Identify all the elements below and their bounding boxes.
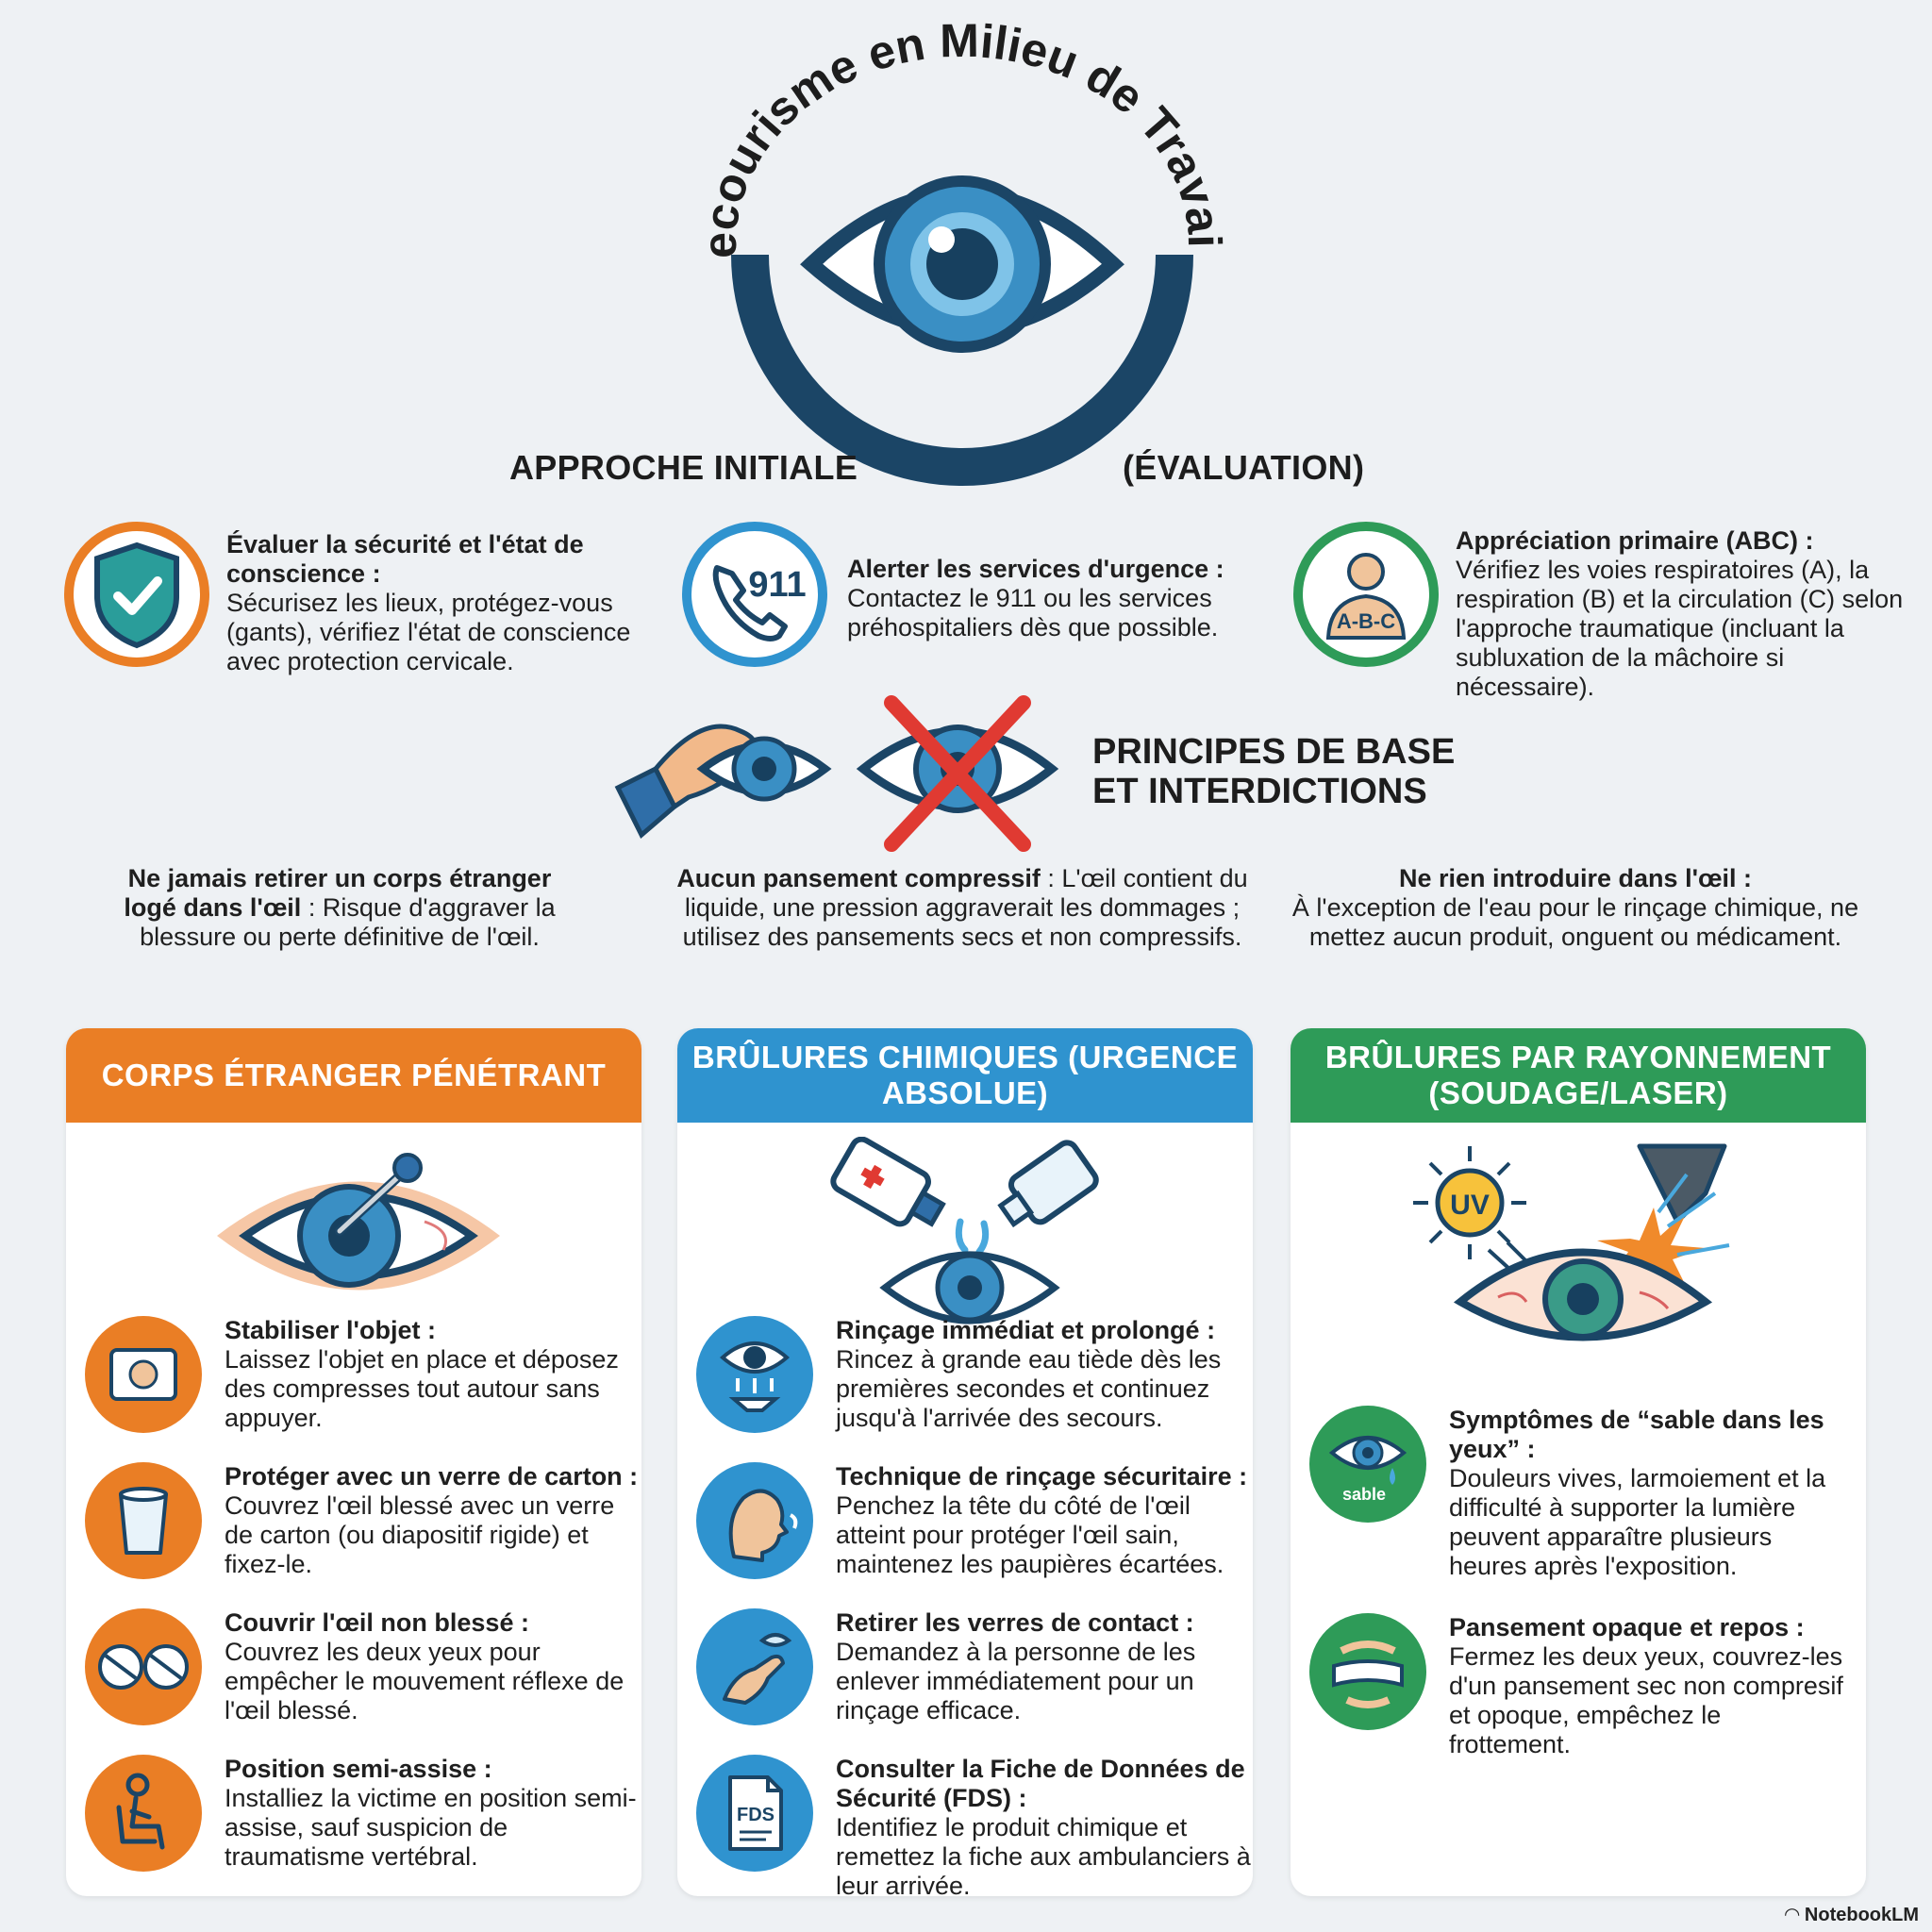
compress-icon xyxy=(85,1316,202,1433)
top-item-safety-text: Sécurisez les lieux, protégez-vous (gant… xyxy=(226,589,631,675)
step-fds-title: Consulter la Fiche de Données de Sécurit… xyxy=(836,1755,1245,1812)
top-item-abc: A-B-C Appréciation primaire (ABC) : Véri… xyxy=(1291,519,1923,708)
top-item-abc-text: Vérifiez les voies respiratoires (A), la… xyxy=(1456,556,1904,701)
hero-eye-icon xyxy=(731,175,1193,486)
eye-rinse-icon xyxy=(696,1316,813,1433)
panel-chemical-burns-heading: BRÛLURES CHIMIQUES (URGENCE ABSOLUE) xyxy=(677,1028,1253,1123)
rule-no-remove-title: Ne jamais retirer un corps étranger logé… xyxy=(124,864,552,922)
top-item-emergency-text: Contactez le 911 ou les services préhosp… xyxy=(847,584,1219,641)
footer-brand: ◠ NotebookLM xyxy=(1785,1903,1919,1926)
eye-object-icon xyxy=(217,1153,500,1291)
rule-nothing-in-eye: Ne rien introduire dans l'œil :À l'excep… xyxy=(1283,864,1868,952)
approach-heading-left: APPROCHE INITIALE xyxy=(509,448,858,487)
step-technique-title: Technique de rinçage sécuritaire : xyxy=(836,1462,1248,1491)
phone-911-icon: 911 xyxy=(682,522,827,667)
top-item-abc-title: Appréciation primaire (ABC) : xyxy=(1456,526,1814,555)
principles-heading-line2: ET INTERDICTIONS xyxy=(1092,772,1427,811)
step-cup-text: Couvrez l'œil blessé avec un verre de ca… xyxy=(225,1491,615,1578)
rule-no-pressure-title: Aucun pansement compressif xyxy=(676,864,1041,892)
rule-no-pressure: Aucun pansement compressif : L'œil conti… xyxy=(675,864,1250,952)
panel-foreign-body: CORPS ÉTRANGER PÉNÉTRANT Stabiliser l'ob… xyxy=(66,1028,641,1896)
panel-chemical-burns: BRÛLURES CHIMIQUES (URGENCE ABSOLUE) Rin… xyxy=(677,1028,1253,1896)
fds-badge: FDS xyxy=(737,1805,774,1825)
fds-document-icon: FDS xyxy=(696,1755,813,1872)
head-tilt-icon xyxy=(696,1462,813,1579)
step-sand-symptoms-title: Symptômes de “sable dans les yeux” : xyxy=(1449,1406,1824,1463)
notebooklm-logo-icon: ◠ xyxy=(1784,1905,1805,1925)
step-opaque-dressing: Pansement opaque et repos :Fermez les de… xyxy=(1309,1613,1857,1758)
blindfold-icon xyxy=(1309,1613,1426,1730)
step-stabilize-title: Stabiliser l'objet : xyxy=(225,1316,436,1344)
person-abc-icon: A-B-C xyxy=(1293,522,1439,667)
rule-no-pressure-text: : L'œil contient du liquide, une pressio… xyxy=(682,864,1248,951)
top-item-emergency: 911 Alerter les services d'urgence : Con… xyxy=(679,519,1264,689)
step-technique: Technique de rinçage sécuritaire :Penche… xyxy=(696,1462,1247,1604)
step-semi-seated-text: Installiez la victime en position semi-a… xyxy=(225,1784,637,1871)
step-stabilize: Stabiliser l'objet :Laissez l'objet en p… xyxy=(85,1316,632,1457)
step-contacts-text: Demandez à la personne de les enlever im… xyxy=(836,1638,1196,1724)
step-opaque-dressing-text: Fermez les deux yeux, couvrez-les d'un p… xyxy=(1449,1642,1843,1758)
step-semi-seated: Position semi-assise :Installiez la vict… xyxy=(85,1755,637,1896)
step-technique-text: Penchez la tête du côté de l'œil atteint… xyxy=(836,1491,1224,1578)
step-stabilize-text: Laissez l'objet en place et déposez des … xyxy=(225,1345,619,1432)
approach-heading-right: (ÉVALUATION) xyxy=(1123,448,1365,487)
step-opaque-dressing-title: Pansement opaque et repos : xyxy=(1449,1613,1805,1641)
shield-check-icon xyxy=(64,522,209,667)
rule-nothing-in-eye-text: À l'exception de l'eau pour le rinçage c… xyxy=(1291,893,1859,951)
uv-label: UV xyxy=(1450,1190,1490,1221)
top-item-safety: Évaluer la sécurité et l'état de conscie… xyxy=(61,519,646,689)
contact-lens-hand-icon xyxy=(696,1608,813,1725)
badge-911: 911 xyxy=(748,565,806,605)
step-semi-seated-title: Position semi-assise : xyxy=(225,1755,492,1783)
paper-cup-icon xyxy=(85,1462,202,1579)
step-cup: Protéger avec un verre de carton :Couvre… xyxy=(85,1462,638,1604)
step-cup-title: Protéger avec un verre de carton : xyxy=(225,1462,639,1491)
uv-welding-eye-icon: UV xyxy=(1413,1143,1730,1341)
step-rinse: Rinçage immédiat et prolongé :Rincez à g… xyxy=(696,1316,1243,1457)
footer-brand-text: NotebookLM xyxy=(1804,1905,1919,1925)
step-cover-both-title: Couvrir l'œil non blessé : xyxy=(225,1608,529,1637)
hand-eye-no-icon xyxy=(614,695,1059,852)
tearing-eye-icon: sable xyxy=(1309,1406,1426,1523)
panel-radiation-burns: BRÛLURES PAR RAYONNEMENT (SOUDAGE/LASER)… xyxy=(1291,1028,1866,1896)
rinse-bottles-eye-icon xyxy=(830,1137,1099,1324)
principles-heading-line1: PRINCIPES DE BASE xyxy=(1092,732,1456,772)
rule-no-remove: Ne jamais retirer un corps étranger logé… xyxy=(118,864,561,952)
step-contacts: Retirer les verres de contact :Demandez … xyxy=(696,1608,1243,1750)
sable-badge: sable xyxy=(1342,1485,1386,1504)
top-item-safety-title: Évaluer la sécurité et l'état de conscie… xyxy=(226,530,584,588)
rule-nothing-in-eye-title: Ne rien introduire dans l'œil : xyxy=(1399,864,1752,892)
principles-heading: PRINCIPES DE BASE ET INTERDICTIONS xyxy=(1092,732,1455,811)
step-contacts-title: Retirer les verres de contact : xyxy=(836,1608,1194,1637)
badge-abc: A-B-C xyxy=(1337,609,1395,633)
step-fds-text: Identifiez le produit chimique et remett… xyxy=(836,1813,1251,1896)
step-rinse-title: Rinçage immédiat et prolongé : xyxy=(836,1316,1216,1344)
panel-radiation-burns-heading: BRÛLURES PAR RAYONNEMENT (SOUDAGE/LASER) xyxy=(1291,1028,1866,1123)
eye-patches-icon xyxy=(85,1608,202,1725)
step-cover-both-text: Couvrez les deux yeux pour empêcher le m… xyxy=(225,1638,625,1724)
step-rinse-text: Rincez à grande eau tiède dès les premiè… xyxy=(836,1345,1222,1432)
step-sand-symptoms-text: Douleurs vives, larmoiement et la diffic… xyxy=(1449,1464,1826,1580)
top-item-emergency-title: Alerter les services d'urgence : xyxy=(847,555,1224,583)
seated-person-icon xyxy=(85,1755,202,1872)
step-cover-both: Couvrir l'œil non blessé :Couvrez les de… xyxy=(85,1608,632,1750)
step-fds: FDS Consulter la Fiche de Données de Séc… xyxy=(696,1755,1251,1896)
panel-foreign-body-heading: CORPS ÉTRANGER PÉNÉTRANT xyxy=(66,1028,641,1123)
step-sand-symptoms: sable Symptômes de “sable dans les yeux”… xyxy=(1309,1406,1857,1580)
rule-no-remove-text: : Risque d'aggraver la blessure ou perte… xyxy=(140,893,556,951)
